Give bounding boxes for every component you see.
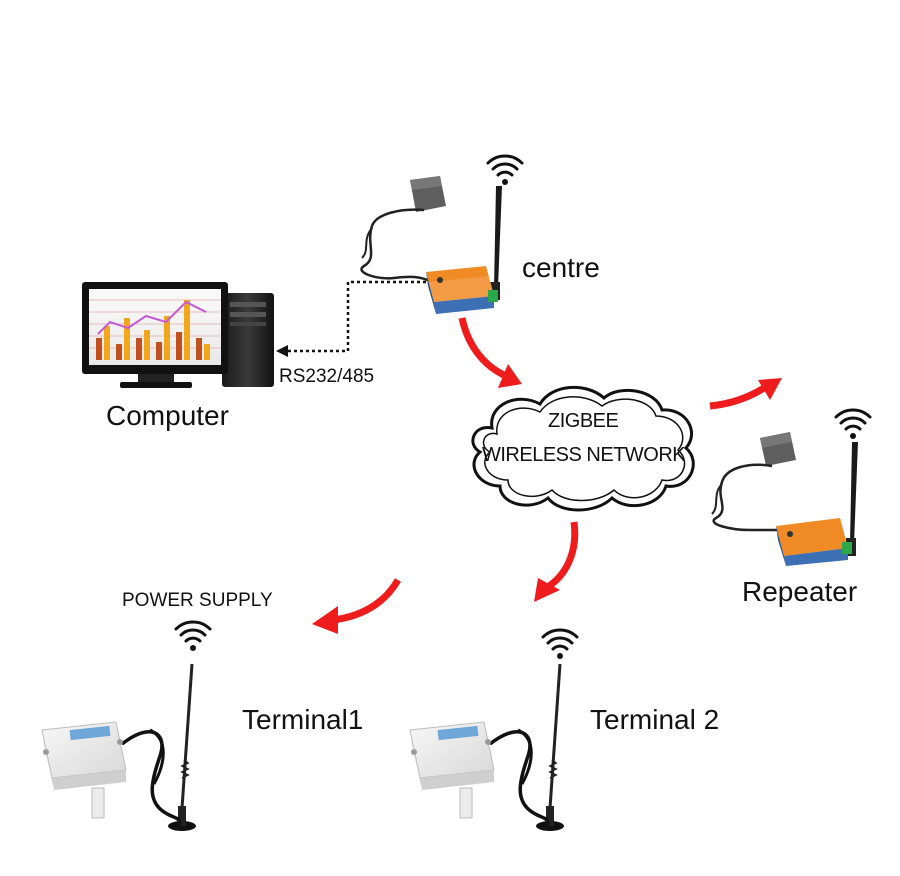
wifi-icon [541, 628, 579, 659]
centre-device [360, 176, 502, 314]
zigbee-cloud [471, 385, 695, 512]
terminal1-device [41, 663, 196, 831]
rs232-cable [286, 280, 432, 353]
rs232-label: RS232/485 [279, 366, 375, 387]
terminal2-label: Terminal 2 [590, 704, 720, 735]
power-supply-label: POWER SUPPLY [122, 590, 273, 611]
flow-arrow-cloud-to-repeater [709, 378, 782, 410]
computer-label: Computer [106, 400, 229, 431]
cable-arrowhead [276, 345, 288, 357]
centre-label: centre [522, 252, 600, 283]
wifi-icon [174, 620, 212, 651]
flow-arrow-centre-to-cloud [458, 317, 522, 388]
flow-arrow-cloud-to-terminal2 [534, 521, 579, 602]
repeater-label: Repeater [742, 576, 858, 607]
wifi-icon [486, 154, 524, 185]
terminal1-label: Terminal1 [242, 704, 364, 735]
flow-arrow-to-terminal1 [312, 578, 402, 634]
wireless-network-label: WIRELESS NETWORK [482, 444, 686, 466]
computer-icon [82, 282, 274, 388]
wifi-icon [834, 408, 872, 439]
repeater-device [711, 432, 858, 566]
terminal2-device [409, 663, 564, 831]
zigbee-label: ZIGBEE [548, 410, 619, 432]
